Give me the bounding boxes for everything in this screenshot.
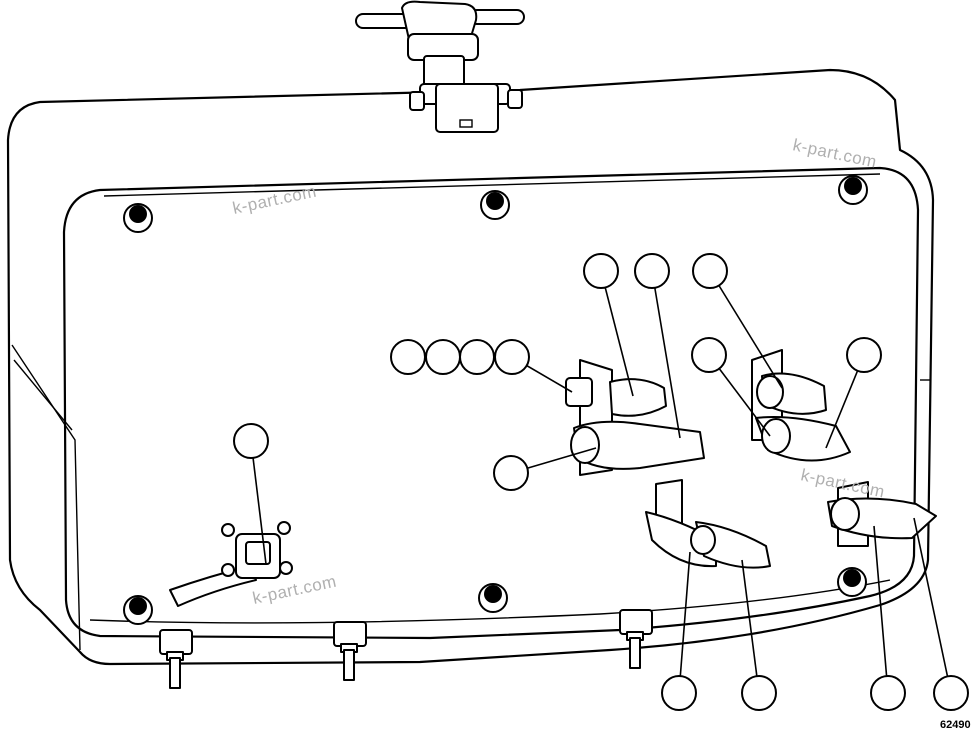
callout — [691, 337, 727, 373]
leader-lines — [250, 270, 952, 694]
housing-side-edge — [11, 344, 81, 651]
callout — [661, 675, 697, 711]
callout — [634, 253, 670, 289]
bottom-bolts — [159, 609, 653, 689]
right-hose-fitting — [751, 349, 851, 462]
cover-panel — [62, 166, 920, 640]
callout — [494, 339, 530, 375]
far-right-hose-fitting — [827, 481, 937, 547]
callout — [390, 339, 426, 375]
callout-balloons — [233, 253, 969, 711]
lower-hose-fitting — [645, 479, 771, 569]
callout — [933, 675, 969, 711]
callout — [425, 339, 461, 375]
callout — [692, 253, 728, 289]
center-hose-fitting — [565, 359, 705, 476]
callout — [583, 253, 619, 289]
callout — [846, 337, 882, 373]
callout — [741, 675, 777, 711]
drawing-code: 62490 — [940, 719, 971, 731]
callout — [233, 423, 269, 459]
sensor-connector — [169, 521, 293, 607]
panel-studs — [123, 175, 868, 625]
callout — [493, 455, 529, 491]
housing-outline — [6, 68, 935, 666]
callout — [870, 675, 906, 711]
watermark: k-part.com — [231, 182, 318, 218]
watermark: k-part.com — [791, 135, 878, 171]
callout — [459, 339, 495, 375]
top-valve — [355, 0, 525, 133]
